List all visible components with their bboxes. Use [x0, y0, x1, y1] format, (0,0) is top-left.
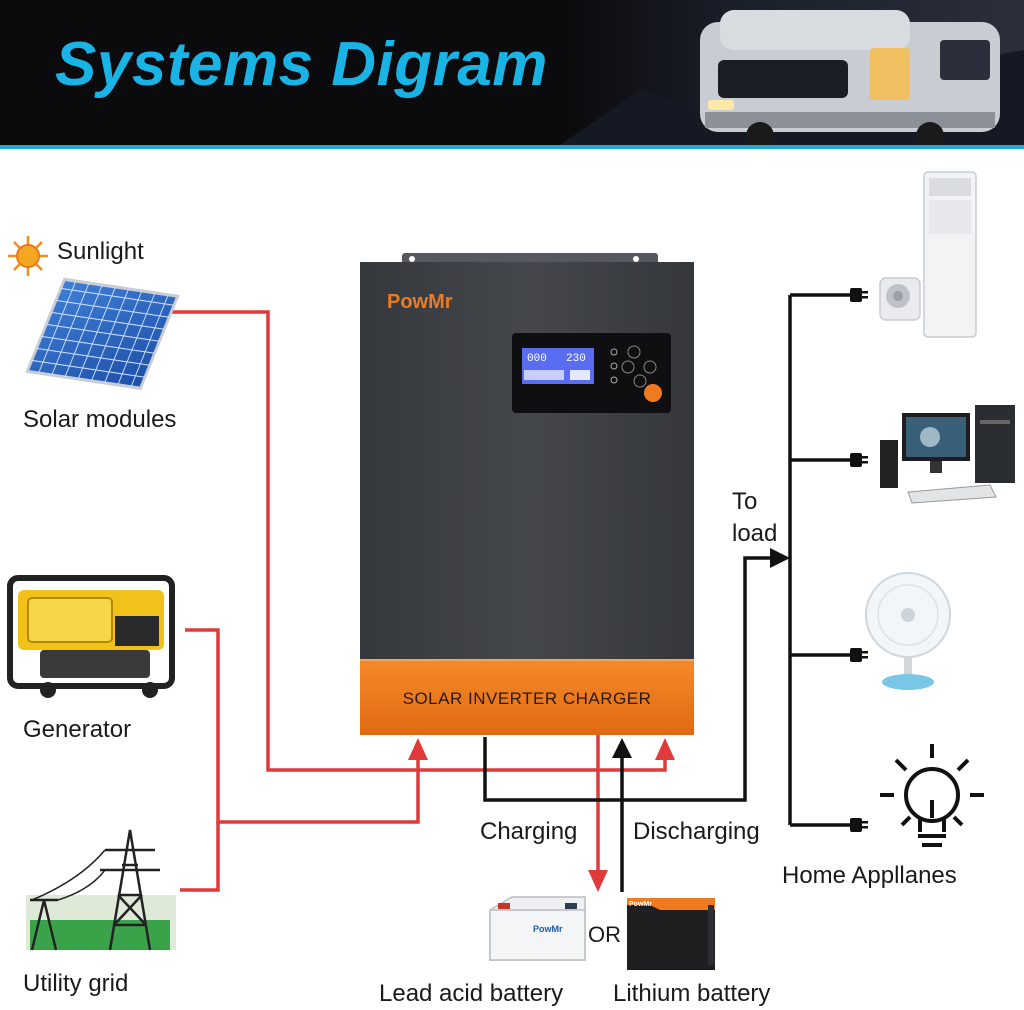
home-appliances-label: Home Appllanes	[782, 862, 957, 889]
lead-acid-battery-label: Lead acid battery	[379, 980, 564, 1007]
plug-icon	[850, 288, 868, 302]
discharging-arrow	[612, 738, 632, 758]
generator-icon	[7, 575, 175, 698]
to-label: To	[732, 488, 758, 515]
lcd-left-reading: 000	[527, 353, 547, 365]
plug-icon	[850, 648, 868, 662]
lead-acid-brand: PowMr	[533, 924, 563, 934]
utility-grid-label: Utility grid	[23, 970, 129, 997]
solar-wire	[138, 310, 667, 772]
source-wires	[138, 310, 667, 892]
inverter-panel-label: SOLAR INVERTER CHARGER	[403, 689, 652, 708]
generator-label: Generator	[23, 716, 132, 743]
solar-input-arrow	[655, 738, 675, 760]
lithium-battery-icon	[627, 898, 715, 970]
power-button-icon	[644, 384, 662, 402]
computer-icon	[880, 405, 1015, 504]
grid-wire	[180, 822, 220, 892]
rv-illustration	[560, 10, 1024, 145]
lithium-brand: PowMr	[629, 901, 652, 908]
plug-icons	[850, 288, 868, 832]
solar-panel-icon	[25, 277, 180, 390]
page-title: Systems Digram	[55, 30, 548, 99]
charging-arrow	[588, 870, 608, 892]
load-label: load	[732, 520, 778, 547]
sunlight-label: Sunlight	[57, 238, 144, 265]
to-load-arrow	[770, 548, 790, 568]
charging-label: Charging	[480, 818, 578, 845]
light-bulb-icon	[880, 744, 984, 847]
lcd-right-reading: 230	[566, 353, 586, 365]
power-pylon-icon	[26, 829, 176, 951]
banner-divider	[0, 145, 1024, 149]
lithium-battery-label: Lithium battery	[613, 980, 771, 1007]
load-wires	[483, 293, 852, 892]
discharging-label: Discharging	[633, 818, 760, 845]
generator-input-arrow	[408, 738, 428, 760]
air-conditioner-icon	[879, 171, 977, 338]
rv-camper	[700, 10, 1000, 145]
inverter-unit	[360, 253, 694, 735]
plug-icon	[850, 453, 868, 467]
sun-icon	[8, 236, 48, 276]
plug-icon	[850, 818, 868, 832]
red-arrowheads	[408, 738, 675, 892]
or-label: OR	[588, 922, 621, 947]
black-arrowheads	[612, 548, 790, 758]
fan-icon	[865, 572, 951, 690]
header-banner: Systems Digram	[0, 0, 1024, 145]
lead-acid-battery-icon	[489, 896, 586, 961]
inverter-brand: PowMr	[387, 291, 453, 313]
solar-modules-label: Solar modules	[23, 406, 177, 433]
to-load-wire	[483, 556, 772, 802]
